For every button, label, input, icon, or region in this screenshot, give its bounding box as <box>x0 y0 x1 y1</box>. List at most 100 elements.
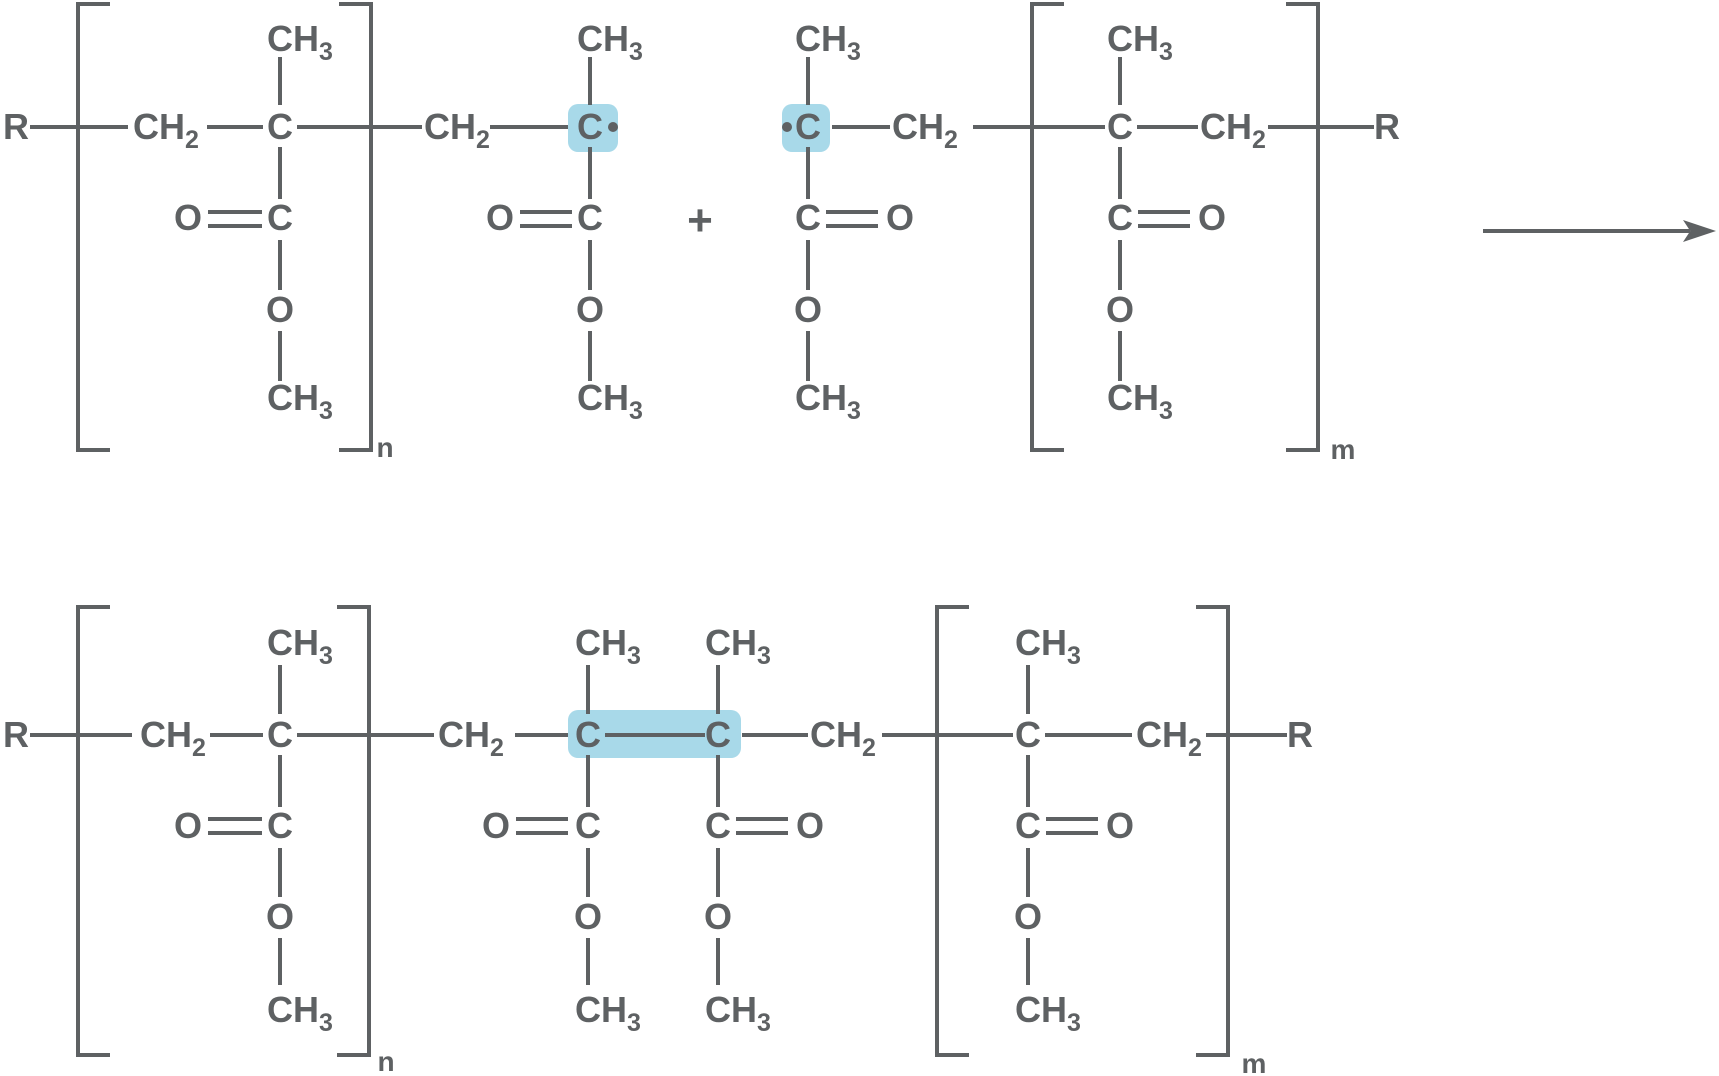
label-text: CH <box>267 989 319 1030</box>
bond <box>1118 240 1122 290</box>
bond <box>278 331 282 381</box>
double-bond-line <box>208 210 262 214</box>
r-group-label: R <box>1374 106 1400 147</box>
label-subscript: 2 <box>1252 126 1266 154</box>
methyl-label: CH3 <box>267 18 333 65</box>
repeat-subscript-m: m <box>1241 1048 1267 1076</box>
bond <box>882 733 1013 737</box>
label-text: CH <box>267 18 319 59</box>
bond <box>297 733 434 737</box>
methylene-label: CH2 <box>1136 717 1202 761</box>
bond <box>1118 57 1122 105</box>
bond <box>806 147 810 199</box>
bond <box>806 57 810 105</box>
label-subscript: 2 <box>192 734 206 762</box>
bracket-right <box>337 605 371 1057</box>
label-subscript: 3 <box>757 1009 771 1037</box>
label-text: CH <box>810 714 862 755</box>
bond <box>1026 938 1030 985</box>
double-bond-line <box>1046 817 1098 821</box>
label-text: CH <box>892 106 944 147</box>
oxygen-label: O <box>1105 805 1135 846</box>
repeat-subscript-n: n <box>377 1046 395 1076</box>
radical-dot-icon <box>782 122 792 132</box>
bond <box>278 240 282 290</box>
oxygen-label: O <box>265 896 295 937</box>
oxygen-label: O <box>703 896 733 937</box>
bracket-right <box>1286 2 1320 452</box>
bond <box>1137 125 1198 129</box>
label-subscript: 2 <box>862 734 876 762</box>
combined-carbon-label: C <box>705 714 731 755</box>
bond <box>588 240 592 290</box>
label-subscript: 3 <box>629 397 643 425</box>
methyl-label: CH3 <box>267 625 333 669</box>
label-subscript: 2 <box>185 126 199 154</box>
double-bond-line <box>516 831 568 835</box>
methyl-label: CH3 <box>705 989 771 1036</box>
methyl-label: CH3 <box>795 21 861 65</box>
carbon-label: C <box>1015 714 1041 755</box>
methyl-label: CH3 <box>1015 989 1081 1036</box>
bracket-right <box>1196 605 1230 1057</box>
bond <box>1206 733 1287 737</box>
label-text: CH <box>705 622 757 663</box>
bracket-left <box>76 2 110 452</box>
label-text: CH <box>705 989 757 1030</box>
bond <box>207 125 263 129</box>
carbon-label: C <box>575 805 601 846</box>
bond <box>586 665 590 714</box>
repeat-subscript-n: n <box>376 432 394 463</box>
methyl-label: CH3 <box>1107 377 1173 424</box>
bond <box>716 665 720 714</box>
label-subscript: 3 <box>1067 1009 1081 1037</box>
plus-sign: + <box>687 196 713 245</box>
repeat-subscript-m: m <box>1330 434 1356 465</box>
bond <box>490 125 568 129</box>
methyl-label: CH3 <box>1107 21 1173 65</box>
oxygen-label: O <box>575 289 605 330</box>
bond <box>586 848 590 897</box>
bond <box>278 848 282 897</box>
oxygen-label: O <box>265 289 295 330</box>
methylene-label: CH2 <box>810 714 876 761</box>
oxygen-label: O <box>793 289 823 330</box>
label-subscript: 2 <box>944 126 958 154</box>
methyl-label: CH3 <box>575 989 641 1036</box>
oxygen-label: O <box>573 896 603 937</box>
bond <box>1118 331 1122 381</box>
double-bond-line <box>1138 224 1190 228</box>
double-bond-line <box>736 817 788 821</box>
bond <box>806 331 810 381</box>
methylene-label: CH2 <box>133 106 199 153</box>
double-bond-line <box>736 831 788 835</box>
carbon-label: C <box>1107 106 1133 147</box>
label-text: CH <box>795 377 847 418</box>
bond <box>30 733 132 737</box>
label-text: CH <box>577 18 629 59</box>
methylene-label: CH2 <box>1200 106 1266 153</box>
bond <box>210 733 263 737</box>
oxygen-label: O <box>173 197 203 238</box>
double-bond-line <box>520 210 572 214</box>
carbon-label: C <box>267 106 293 147</box>
bond <box>742 733 808 737</box>
label-subscript: 3 <box>1067 642 1081 670</box>
oxygen-label: O <box>1105 289 1135 330</box>
label-text: CH <box>1107 377 1159 418</box>
double-bond-line <box>208 831 262 835</box>
methylene-label: CH2 <box>438 717 504 761</box>
carbon-label: C <box>795 197 821 238</box>
bond <box>1045 733 1132 737</box>
r-group-label: R <box>3 714 29 755</box>
bracket-left <box>935 605 969 1057</box>
bond <box>1268 125 1374 129</box>
bracket-left <box>1030 2 1064 452</box>
label-text: CH <box>1200 106 1252 147</box>
label-subscript: 3 <box>629 38 643 66</box>
label-text: CH <box>575 989 627 1030</box>
bond <box>1118 147 1122 199</box>
carbon-label: C <box>705 805 731 846</box>
label-text: CH <box>133 106 185 147</box>
label-text: CH <box>1015 989 1067 1030</box>
